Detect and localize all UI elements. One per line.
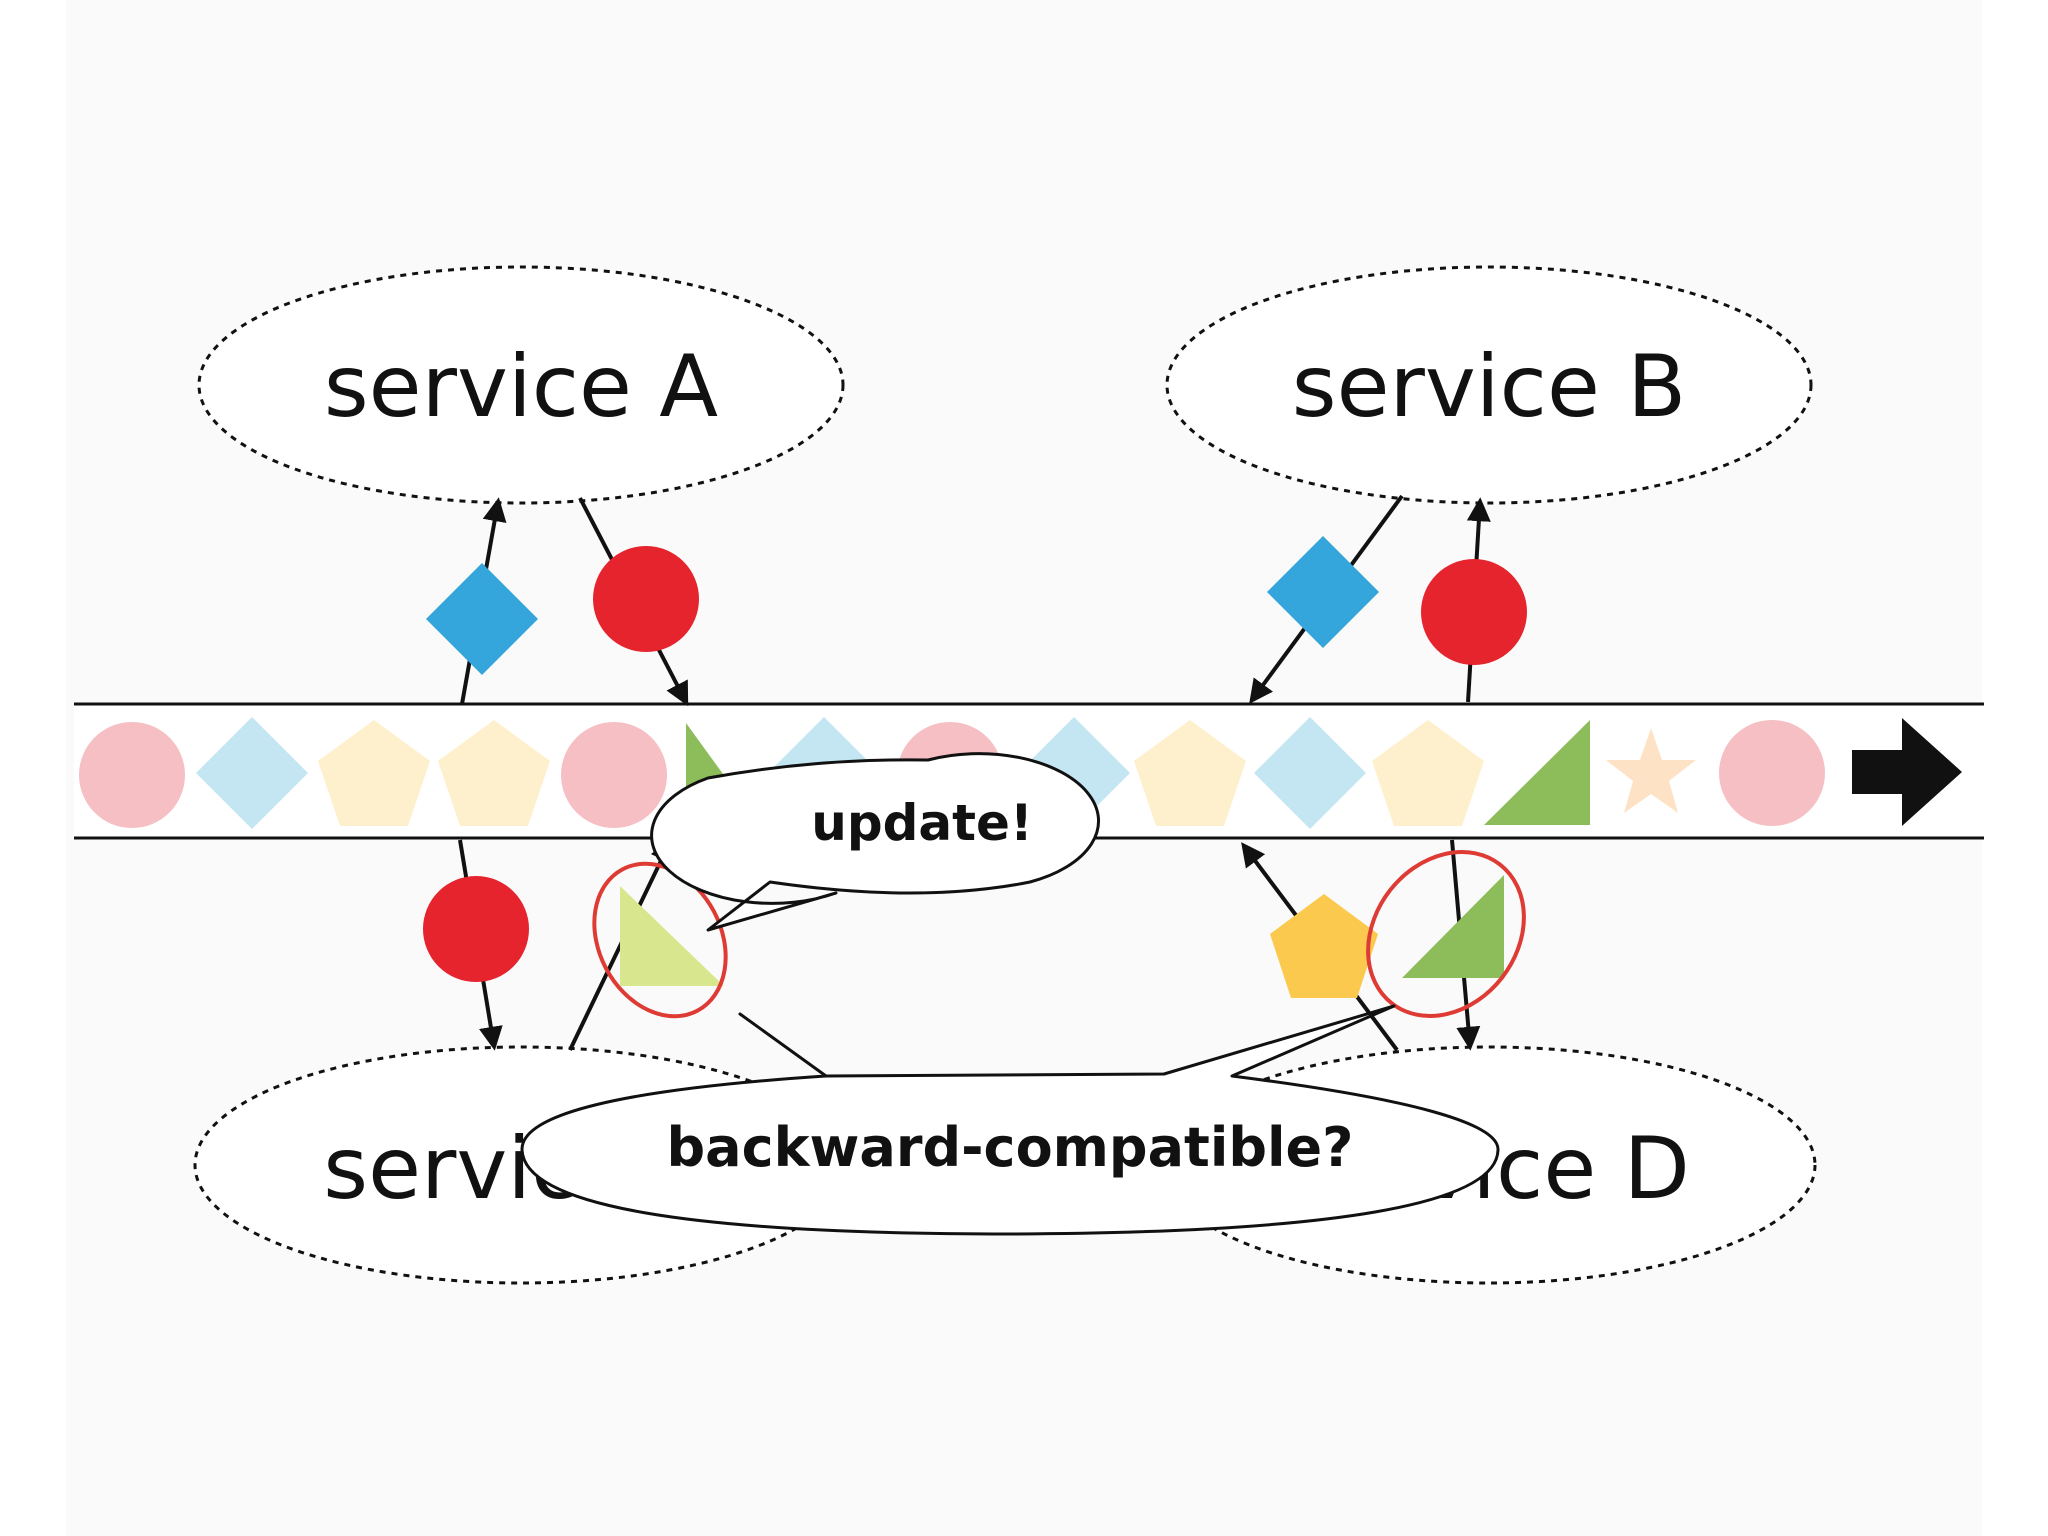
update-callout: update! (650, 752, 1101, 932)
event-stream (74, 702, 1984, 840)
service-a-node: service A (197, 265, 845, 505)
stream-event-star (1606, 728, 1696, 813)
service-b-label: service B (1292, 337, 1686, 437)
consumed-event-circle (423, 876, 529, 982)
highlight-ring (1366, 850, 1526, 1018)
highlight-ring (592, 861, 728, 1019)
consumed-event-triangle (1402, 875, 1504, 978)
service-a-ellipse (197, 265, 845, 505)
stream-event-pentagon (318, 720, 430, 826)
service-a-connections (426, 497, 699, 707)
stream-event-diamond (196, 717, 308, 829)
produced-event-pentagon (1270, 894, 1378, 998)
update-bubble-label: update! (811, 794, 1033, 852)
backward-compatible-label: backward-compatible? (667, 1116, 1354, 1179)
service-c-connections (423, 837, 728, 1051)
backward-compatible-bubble (520, 1004, 1500, 1236)
stream-event-diamond (1254, 717, 1366, 829)
updated-event-triangle (620, 886, 724, 986)
service-a-label: service A (324, 337, 718, 437)
produced-event-circle (593, 546, 699, 652)
stream-direction-arrow (1852, 718, 1962, 826)
stream-event-pentagon (438, 720, 550, 826)
consumed-event-diamond (426, 563, 538, 675)
service-b-node: service B (1165, 265, 1813, 505)
service-b-connections (1249, 494, 1527, 704)
stream-event-pentagon (1372, 720, 1484, 826)
service-d-connections (1241, 839, 1526, 1052)
stream-event-pentagon (1134, 720, 1246, 826)
stream-event-circle (1719, 720, 1825, 826)
update-bubble (650, 752, 1101, 932)
stream-event-triangle (1484, 720, 1590, 825)
produced-event-diamond (1267, 536, 1379, 648)
consumed-event-circle (1421, 559, 1527, 665)
stream-event-circle (79, 722, 185, 828)
backward-compatible-callout: backward-compatible? (520, 1004, 1500, 1236)
stream-event-circle (561, 722, 667, 828)
